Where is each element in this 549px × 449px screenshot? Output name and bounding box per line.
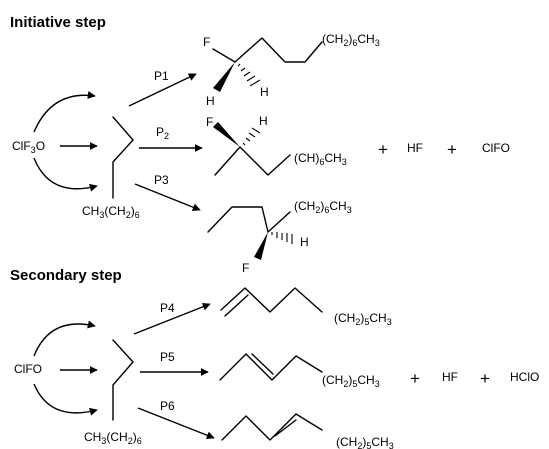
p5-double-bond <box>251 353 274 375</box>
product-p4: (CH2)5CH3 <box>220 287 392 327</box>
p1-hydrogen-1: H <box>206 94 215 108</box>
p2-fluorine: F <box>206 115 213 129</box>
p1-tail: (CH2)6CH3 <box>322 32 380 48</box>
label-p3: P3 <box>154 173 169 187</box>
substrate-chain <box>112 116 134 199</box>
p2-wedge-bond <box>213 122 240 147</box>
p6-tail: (CH2)5CH3 <box>336 435 394 449</box>
attack-arrow-lower <box>33 157 98 192</box>
arrow-p3 <box>134 183 201 212</box>
arrow-p1 <box>128 73 197 107</box>
reagent-clfo: ClFO <box>14 362 42 376</box>
p5-tail: (CH2)5CH3 <box>322 373 380 389</box>
byproduct-hf-2: HF <box>442 370 458 384</box>
product-p1: F H H (CH2)6CH3 <box>203 32 380 108</box>
label-p2: P2 <box>156 125 169 141</box>
p4-double-bond <box>224 294 249 317</box>
p2-hashed-bond <box>242 127 261 146</box>
secondary-step-heading: Secondary step <box>10 267 122 284</box>
initiative-step-heading: Initiative step <box>10 14 106 31</box>
byproduct-hf: HF <box>407 141 423 155</box>
arrow-p4 <box>133 302 211 335</box>
label-p6: P6 <box>160 399 175 413</box>
product-p3: H F (CH2)6CH3 <box>207 199 352 275</box>
product-p2: F H (CH)6CH3 <box>206 114 347 176</box>
arrow-p6 <box>137 407 215 440</box>
p1-wedge-bond <box>213 62 235 92</box>
p2-hydrogen: H <box>259 114 268 128</box>
p3-fluorine: F <box>242 261 249 275</box>
product-p6: (CH2)5CH3 <box>221 413 394 449</box>
p3-hydrogen: H <box>300 235 309 249</box>
label-p1: P1 <box>154 69 169 83</box>
p1-hashed-bond <box>237 63 261 87</box>
attack-arrow-lower-2 <box>33 383 98 416</box>
p4-tail: (CH2)5CH3 <box>334 311 392 327</box>
plus-sign-4: + <box>480 369 490 388</box>
attack-arrow-upper <box>33 91 96 133</box>
reagent-clf3o: ClF3O <box>12 139 45 155</box>
p3-tail: (CH2)6CH3 <box>294 199 352 215</box>
attack-arrow-upper-2 <box>33 320 96 357</box>
byproduct-hclo: HClO <box>510 370 539 384</box>
p1-fluorine: F <box>203 35 210 49</box>
p1-hydrogen-2: H <box>260 85 269 99</box>
p3-wedge-bond <box>254 232 268 260</box>
byproduct-clfo: ClFO <box>482 141 510 155</box>
plus-sign-1: + <box>378 140 388 159</box>
substrate-alkyl-label-2: CH3(CH2)6 <box>84 430 142 446</box>
plus-sign-2: + <box>447 140 457 159</box>
p3-hashed-bond <box>271 232 293 244</box>
substrate-chain-2 <box>112 339 134 421</box>
plus-sign-3: + <box>410 369 420 388</box>
product-p5: (CH2)5CH3 <box>219 353 380 389</box>
substrate-alkyl-label: CH3(CH2)6 <box>82 204 140 220</box>
label-p5: P5 <box>160 350 175 364</box>
p2-tail: (CH)6CH3 <box>294 151 347 167</box>
p6-double-bond <box>274 419 297 437</box>
label-p4: P4 <box>160 301 175 315</box>
